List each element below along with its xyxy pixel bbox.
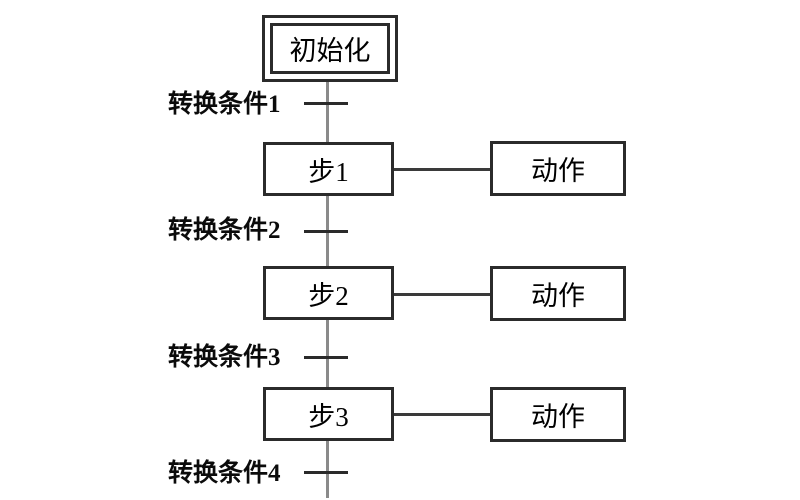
step-box-1: 步1 — [263, 142, 394, 196]
transition-label-4: 转换条件4 — [168, 460, 281, 487]
transition-tick-2 — [304, 230, 348, 233]
step-label-3: 步3 — [308, 401, 349, 432]
action-box-3: 动作 — [490, 387, 626, 442]
step-label-2: 步2 — [308, 280, 349, 311]
flow-line-segment-1 — [326, 80, 329, 144]
transition-label-2: 转换条件2 — [168, 217, 281, 244]
action-connector-2 — [393, 293, 490, 296]
transition-tick-3 — [304, 356, 348, 359]
action-connector-1 — [393, 168, 490, 171]
flow-line-segment-4 — [326, 439, 329, 498]
flow-line-segment-3 — [326, 318, 329, 389]
initial-step-inner-border: 初始化 — [270, 23, 390, 74]
step-label-1: 步1 — [308, 156, 349, 187]
transition-tick-4 — [304, 471, 348, 474]
action-box-2: 动作 — [490, 266, 626, 321]
transition-label-3: 转换条件3 — [168, 344, 281, 371]
initial-step-box: 初始化 — [262, 15, 398, 82]
action-box-1: 动作 — [490, 141, 626, 196]
step-box-3: 步3 — [263, 387, 394, 441]
action-label-2: 动作 — [531, 281, 585, 311]
action-connector-3 — [393, 413, 490, 416]
step-box-2: 步2 — [263, 266, 394, 320]
action-label-3: 动作 — [531, 402, 585, 432]
transition-tick-1 — [304, 102, 348, 105]
initial-step-label: 初始化 — [289, 36, 371, 66]
transition-label-1: 转换条件1 — [168, 91, 281, 118]
action-label-1: 动作 — [531, 156, 585, 186]
